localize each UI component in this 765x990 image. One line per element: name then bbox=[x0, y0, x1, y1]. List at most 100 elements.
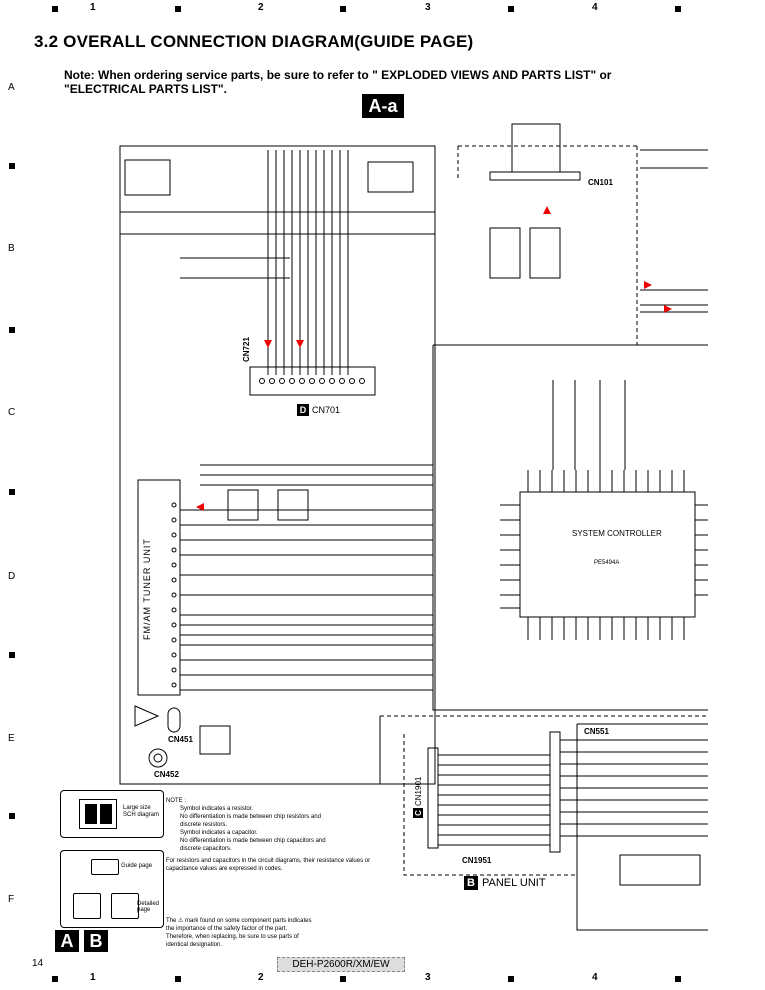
ruler-mark bbox=[675, 6, 681, 12]
capacitor-note: Symbol indicates a capacitor. No differe… bbox=[180, 830, 326, 852]
horizontal-signal-lines bbox=[120, 211, 435, 691]
legend-page-icon bbox=[99, 804, 112, 824]
ruler-mark bbox=[175, 976, 181, 982]
legend-notes: NOTE : Symbol indicates a resistor. No d… bbox=[166, 797, 371, 949]
cn1951-label: CN1951 bbox=[462, 856, 492, 865]
cn701-label: CN701 bbox=[312, 405, 341, 415]
cn701-letter: D bbox=[297, 404, 309, 416]
cn1901-letter: C bbox=[413, 808, 423, 818]
cn101-ic-2 bbox=[529, 227, 561, 279]
cn101-label: CN101 bbox=[588, 178, 613, 187]
cn551-label: CN551 bbox=[584, 727, 609, 736]
column-2-label: 2 bbox=[258, 972, 264, 983]
legend-guide-page-icon bbox=[91, 859, 119, 875]
column-ruler-top: 1 2 3 4 bbox=[0, 2, 765, 16]
ruler-mark bbox=[52, 6, 58, 12]
ic-right-pins bbox=[695, 504, 708, 596]
tuner-unit-label: FM/AM TUNER UNIT bbox=[142, 538, 152, 640]
tuner-transistor-2 bbox=[277, 489, 309, 521]
row-mark bbox=[9, 489, 15, 495]
legend-guide-detail-box: Guide page Detailed page bbox=[60, 850, 164, 928]
red-signal-arrows bbox=[196, 206, 672, 511]
cn1901-connector bbox=[427, 747, 439, 849]
badge-b: B bbox=[84, 930, 108, 952]
system-controller-ic bbox=[519, 491, 696, 618]
cn701-connector-box bbox=[249, 366, 376, 396]
cn451-filter bbox=[199, 725, 231, 755]
row-e-label: E bbox=[8, 733, 15, 744]
row-f-label: F bbox=[8, 894, 15, 905]
cn451-label: CN451 bbox=[168, 735, 193, 744]
ruler-mark bbox=[508, 6, 514, 12]
top-left-component bbox=[124, 159, 171, 196]
antenna-symbol bbox=[134, 705, 160, 727]
tuner-transistor-1 bbox=[227, 489, 259, 521]
page-title: 3.2 OVERALL CONNECTION DIAGRAM(GUIDE PAG… bbox=[34, 32, 474, 51]
cn701-label-group: D CN701 bbox=[297, 404, 340, 416]
ruler-mark bbox=[508, 976, 514, 982]
panel-unit-dashed-frame bbox=[403, 734, 577, 876]
row-d-label: D bbox=[8, 571, 16, 582]
panel-traces bbox=[438, 754, 550, 846]
ruler-mark bbox=[52, 976, 58, 982]
cn721-label: CN721 bbox=[242, 337, 251, 362]
cn452-jack-inner bbox=[153, 753, 163, 763]
values-note: For resistors and capacitors in the circ… bbox=[166, 858, 371, 872]
right-bottom-traces bbox=[560, 739, 708, 837]
legend-page-icon bbox=[84, 804, 97, 824]
system-controller-frame bbox=[432, 344, 708, 711]
ic-top-pins bbox=[527, 470, 685, 492]
notes-header: NOTE : bbox=[166, 798, 187, 804]
cn452-label: CN452 bbox=[154, 770, 179, 779]
note-line-1: Note: When ordering service parts, be su… bbox=[64, 68, 612, 82]
badge-a: A bbox=[55, 930, 79, 952]
legend-detail-page-icon bbox=[111, 893, 139, 919]
top-component-ic bbox=[367, 161, 414, 193]
column-4-label: 4 bbox=[592, 972, 598, 983]
column-3-label: 3 bbox=[425, 972, 431, 983]
legend-large-size-icon bbox=[79, 799, 117, 829]
legend-detailed-page-label: Detailed page bbox=[137, 901, 160, 913]
tuner-unit-box bbox=[137, 479, 181, 696]
lower-frame bbox=[120, 716, 381, 785]
column-1-label: 1 bbox=[90, 2, 96, 13]
cn701-pins bbox=[259, 378, 365, 384]
row-mark bbox=[9, 652, 15, 658]
cn551-connector bbox=[549, 731, 561, 853]
row-mark bbox=[9, 813, 15, 819]
legend-large-size-label: Large size SCH diagram bbox=[123, 805, 160, 818]
dashed-border-top bbox=[457, 145, 708, 346]
ruler-mark bbox=[340, 976, 346, 982]
legend-large-size-box: Large size SCH diagram bbox=[60, 790, 164, 838]
panel-unit-label: PANEL UNIT bbox=[482, 877, 546, 889]
cn452-jack bbox=[148, 748, 168, 768]
panel-unit-letter: B bbox=[464, 876, 478, 890]
row-mark bbox=[9, 163, 15, 169]
model-number: DEH-P2600R/XM/EW bbox=[277, 957, 405, 972]
legend-detail-page-icon bbox=[73, 893, 101, 919]
section-label-a-a: A-a bbox=[362, 94, 404, 118]
safety-note: The ⚠ mark found on some component parts… bbox=[166, 918, 312, 948]
right-bottom-component bbox=[619, 854, 701, 886]
ic-upper-traces bbox=[552, 380, 626, 470]
column-3-label: 3 bbox=[425, 2, 431, 13]
ruler-mark bbox=[340, 6, 346, 12]
panel-unit-label-group: B PANEL UNIT bbox=[464, 876, 546, 890]
cn101-pin-row bbox=[489, 171, 581, 181]
system-controller-part: PE5494A bbox=[594, 560, 620, 566]
right-bottom-frame bbox=[576, 723, 708, 931]
system-controller-label: SYSTEM CONTROLLER bbox=[572, 529, 662, 538]
cn1901-label-group: C CN1901 bbox=[413, 777, 423, 818]
column-ruler-bottom: 1 2 3 4 bbox=[0, 972, 765, 986]
cn701-signal-bus bbox=[267, 150, 349, 375]
page-number: 14 bbox=[32, 958, 44, 969]
row-c-label: C bbox=[8, 407, 16, 418]
note-line-2: "ELECTRICAL PARTS LIST". bbox=[64, 82, 227, 96]
tuner-pins bbox=[171, 502, 177, 688]
resistor-note: Symbol indicates a resistor. No differen… bbox=[180, 806, 321, 828]
column-1-label: 1 bbox=[90, 972, 96, 983]
row-mark bbox=[9, 327, 15, 333]
column-2-label: 2 bbox=[258, 2, 264, 13]
ic-bottom-pins bbox=[527, 617, 685, 640]
